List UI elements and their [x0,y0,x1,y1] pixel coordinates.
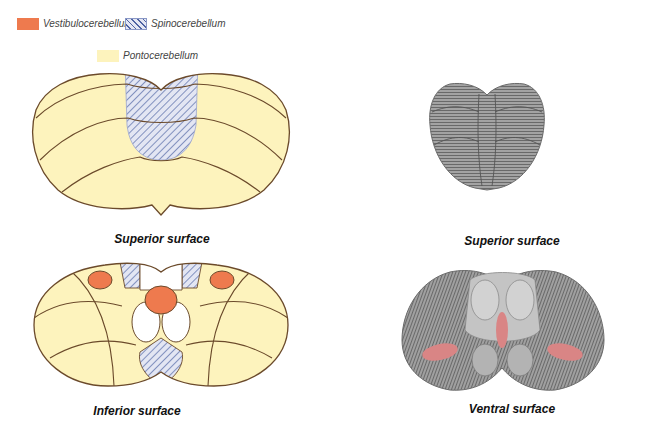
ventral-specimen [402,271,604,391]
superior-schematic [33,60,290,215]
inferior-schematic [34,262,288,386]
view-caption: Inferior surface [93,404,180,418]
legend-entry: Spinocerebellum [125,18,226,30]
legend-text: Vestibulocerebellum [43,18,133,30]
legend-swatch [97,50,119,62]
view-caption: Superior surface [114,232,209,246]
legend-swatch [125,18,147,30]
superior-specimen [430,83,545,190]
legend-entry: Pontocerebellum [97,50,198,62]
view-caption: Superior surface [464,234,559,248]
legend-swatch [17,18,39,30]
view-caption: Ventral surface [469,402,555,416]
legend-entry: Vestibulocerebellum [17,18,133,30]
legend-text: Pontocerebellum [123,50,198,62]
legend-text: Spinocerebellum [151,18,226,30]
